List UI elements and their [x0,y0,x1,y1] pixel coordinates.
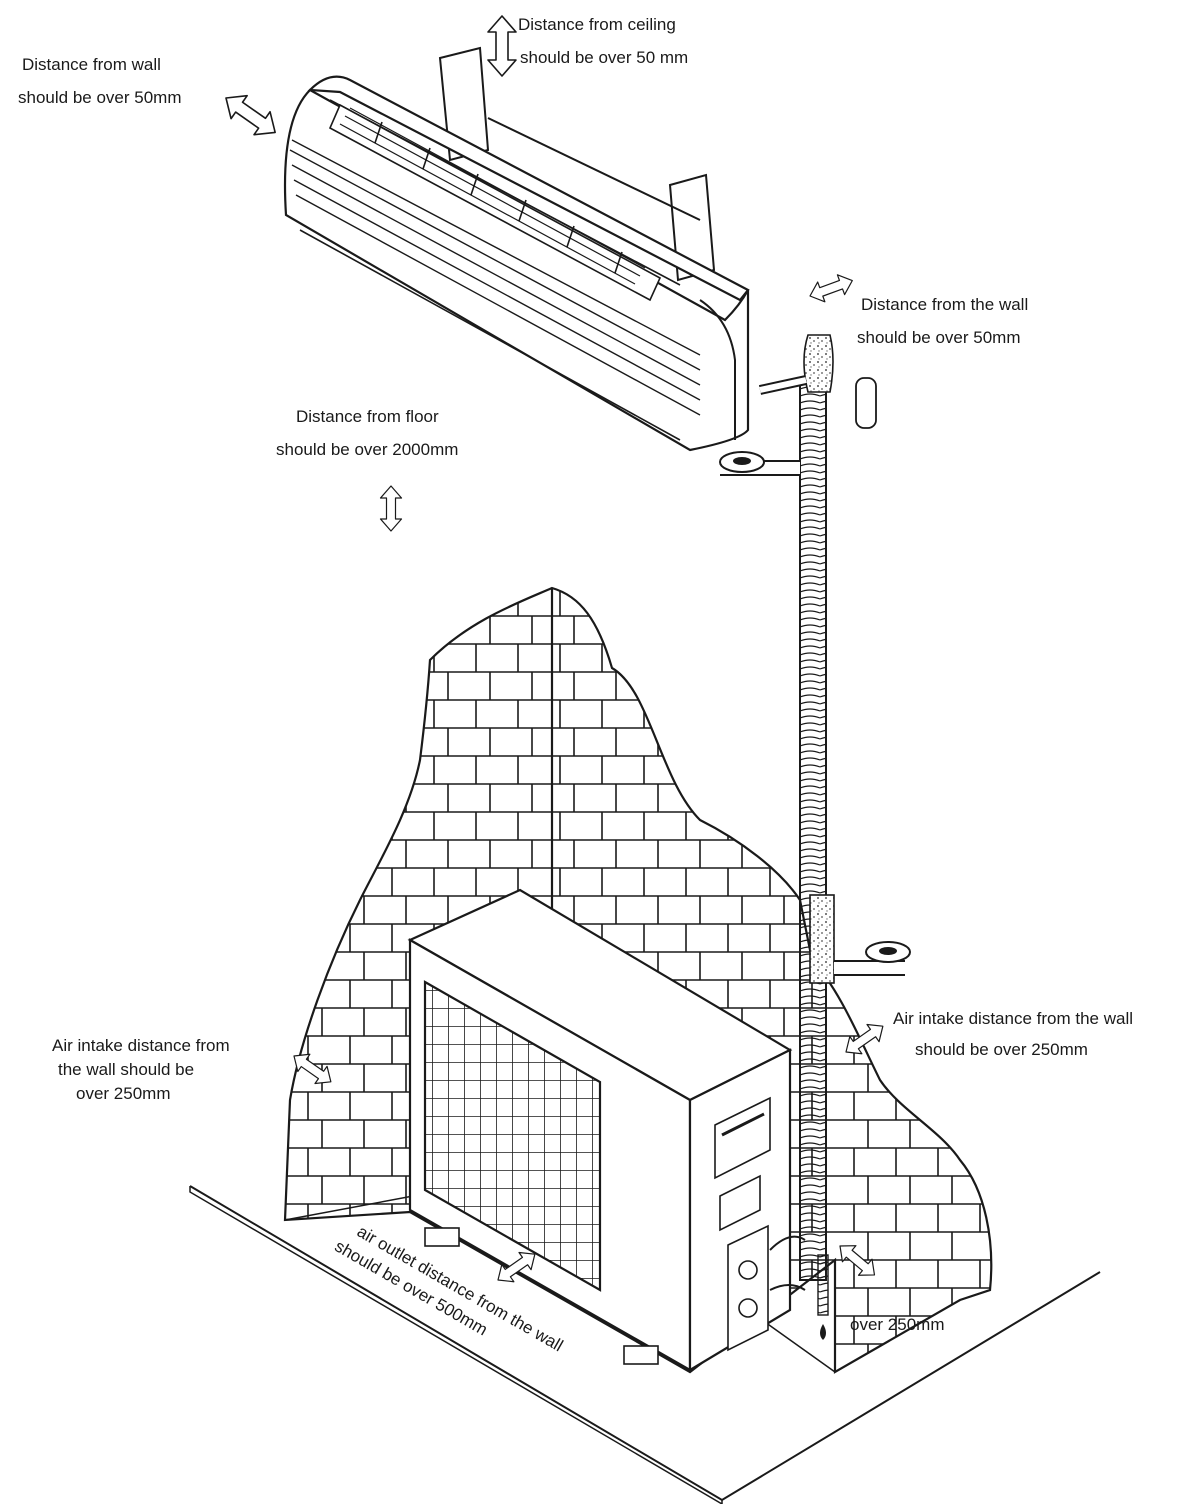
arrow-wall-right [805,270,857,307]
right-intake-clearance-label: Air intake distance from the wall should… [893,1009,1133,1059]
floor-clearance-label: Distance from floor should be over 2000m… [276,407,459,459]
left-intake-clearance-label: Air intake distance from the wall should… [52,1036,230,1103]
right-wall-clearance-label: Distance from the wall should be over 50… [857,295,1029,347]
floor-slab [189,1185,1101,1504]
pipe-clamp-upper [719,451,800,476]
arrow-floor [379,485,403,532]
arrow-wall-left [217,85,284,145]
left-wall-clearance-label: Distance from wall should be over 50mm [18,55,182,107]
ceiling-clearance-label: Distance from ceiling should be over 50 … [518,15,689,67]
arrow-ceiling [487,15,517,77]
outdoor-unit [407,888,793,1372]
pipe-clamp-lower [834,941,911,976]
indoor-unit [283,46,750,452]
front-clearance-label: over 250mm [850,1315,945,1334]
refrigerant-piping [719,334,911,1340]
